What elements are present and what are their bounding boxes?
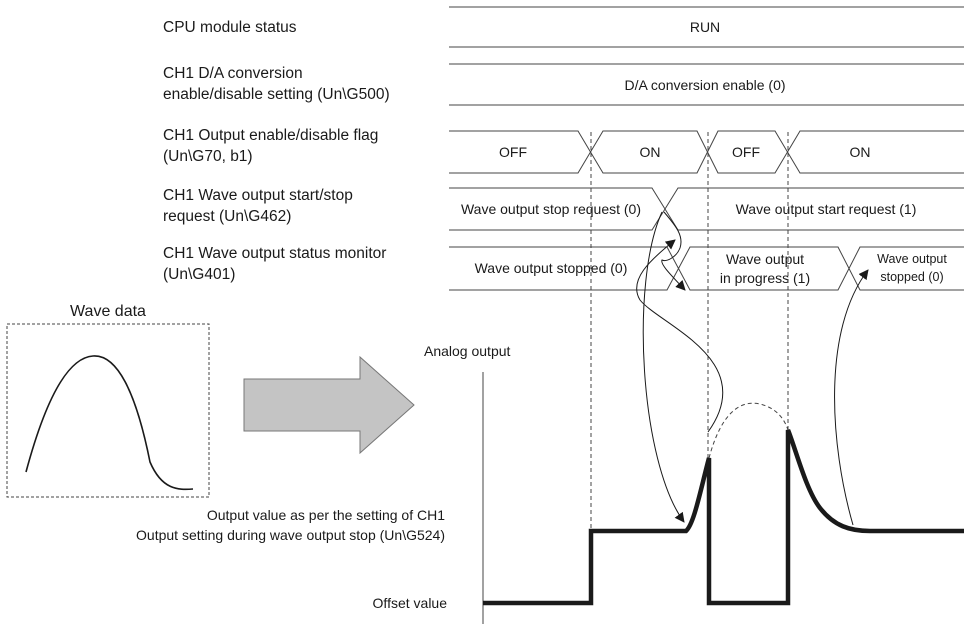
wave-request-state-1: Wave output stop request (0) [461,201,641,217]
wave-status-state-2-line2: in progress (1) [720,270,810,286]
da-conversion-label: CH1 D/A conversion enable/disable settin… [163,65,390,103]
cpu-status-value: RUN [690,19,720,35]
output-flag-state-2: ON [640,144,661,160]
wave-request-row: Wave output stop request (0) Wave output… [449,187,964,231]
wave-data-frame [6,323,210,498]
da-conversion-row: D/A conversion enable (0) [449,63,964,106]
timing-guides [590,132,789,531]
start-to-status-arrow [661,211,686,291]
output-flag-state-4: ON [850,144,871,160]
wave-data-title: Wave data [70,303,146,320]
wave-curve [25,355,194,491]
wave-request-label: CH1 Wave output start/stop request (Un\G… [163,187,357,225]
stop-output-note-line2: Output setting during wave output stop (… [136,527,445,543]
analog-output-wave [483,429,964,606]
analog-output-label: Analog output [424,343,511,359]
output-enable-label: CH1 Output enable/disable flag (Un\G70, … [163,127,383,165]
output-flag-state-1: OFF [499,144,527,160]
wave-status-label: CH1 Wave output status monitor (Un\G401) [163,245,391,283]
causal-arrows [636,211,869,526]
request-to-output-arrow [642,211,685,523]
transfer-arrow [243,355,415,455]
wave-status-state-3-line1: Wave output [877,252,947,266]
suppressed-wave-segment [708,402,789,459]
wave-end-to-status-arrow [834,269,869,526]
wave-status-state-3-line2: stopped (0) [880,270,943,284]
output-flag-state-3: OFF [732,144,760,160]
stop-output-note-line1: Output value as per the setting of CH1 [207,507,445,523]
flag-to-status-arrow [636,239,724,433]
cpu-status-label: CPU module status [163,19,297,36]
cpu-status-row: RUN [449,6,964,48]
wave-data-box: Wave data [6,303,210,498]
wave-request-state-2: Wave output start request (1) [736,201,917,217]
offset-value-label: Offset value [373,595,448,611]
wave-status-state-2-line1: Wave output [726,251,804,267]
wave-status-state-1: Wave output stopped (0) [475,260,628,276]
output-enable-row: OFF ON OFF ON [449,130,964,174]
wave-status-row: Wave output stopped (0) Wave output in p… [449,246,964,291]
da-conversion-value: D/A conversion enable (0) [624,77,785,93]
